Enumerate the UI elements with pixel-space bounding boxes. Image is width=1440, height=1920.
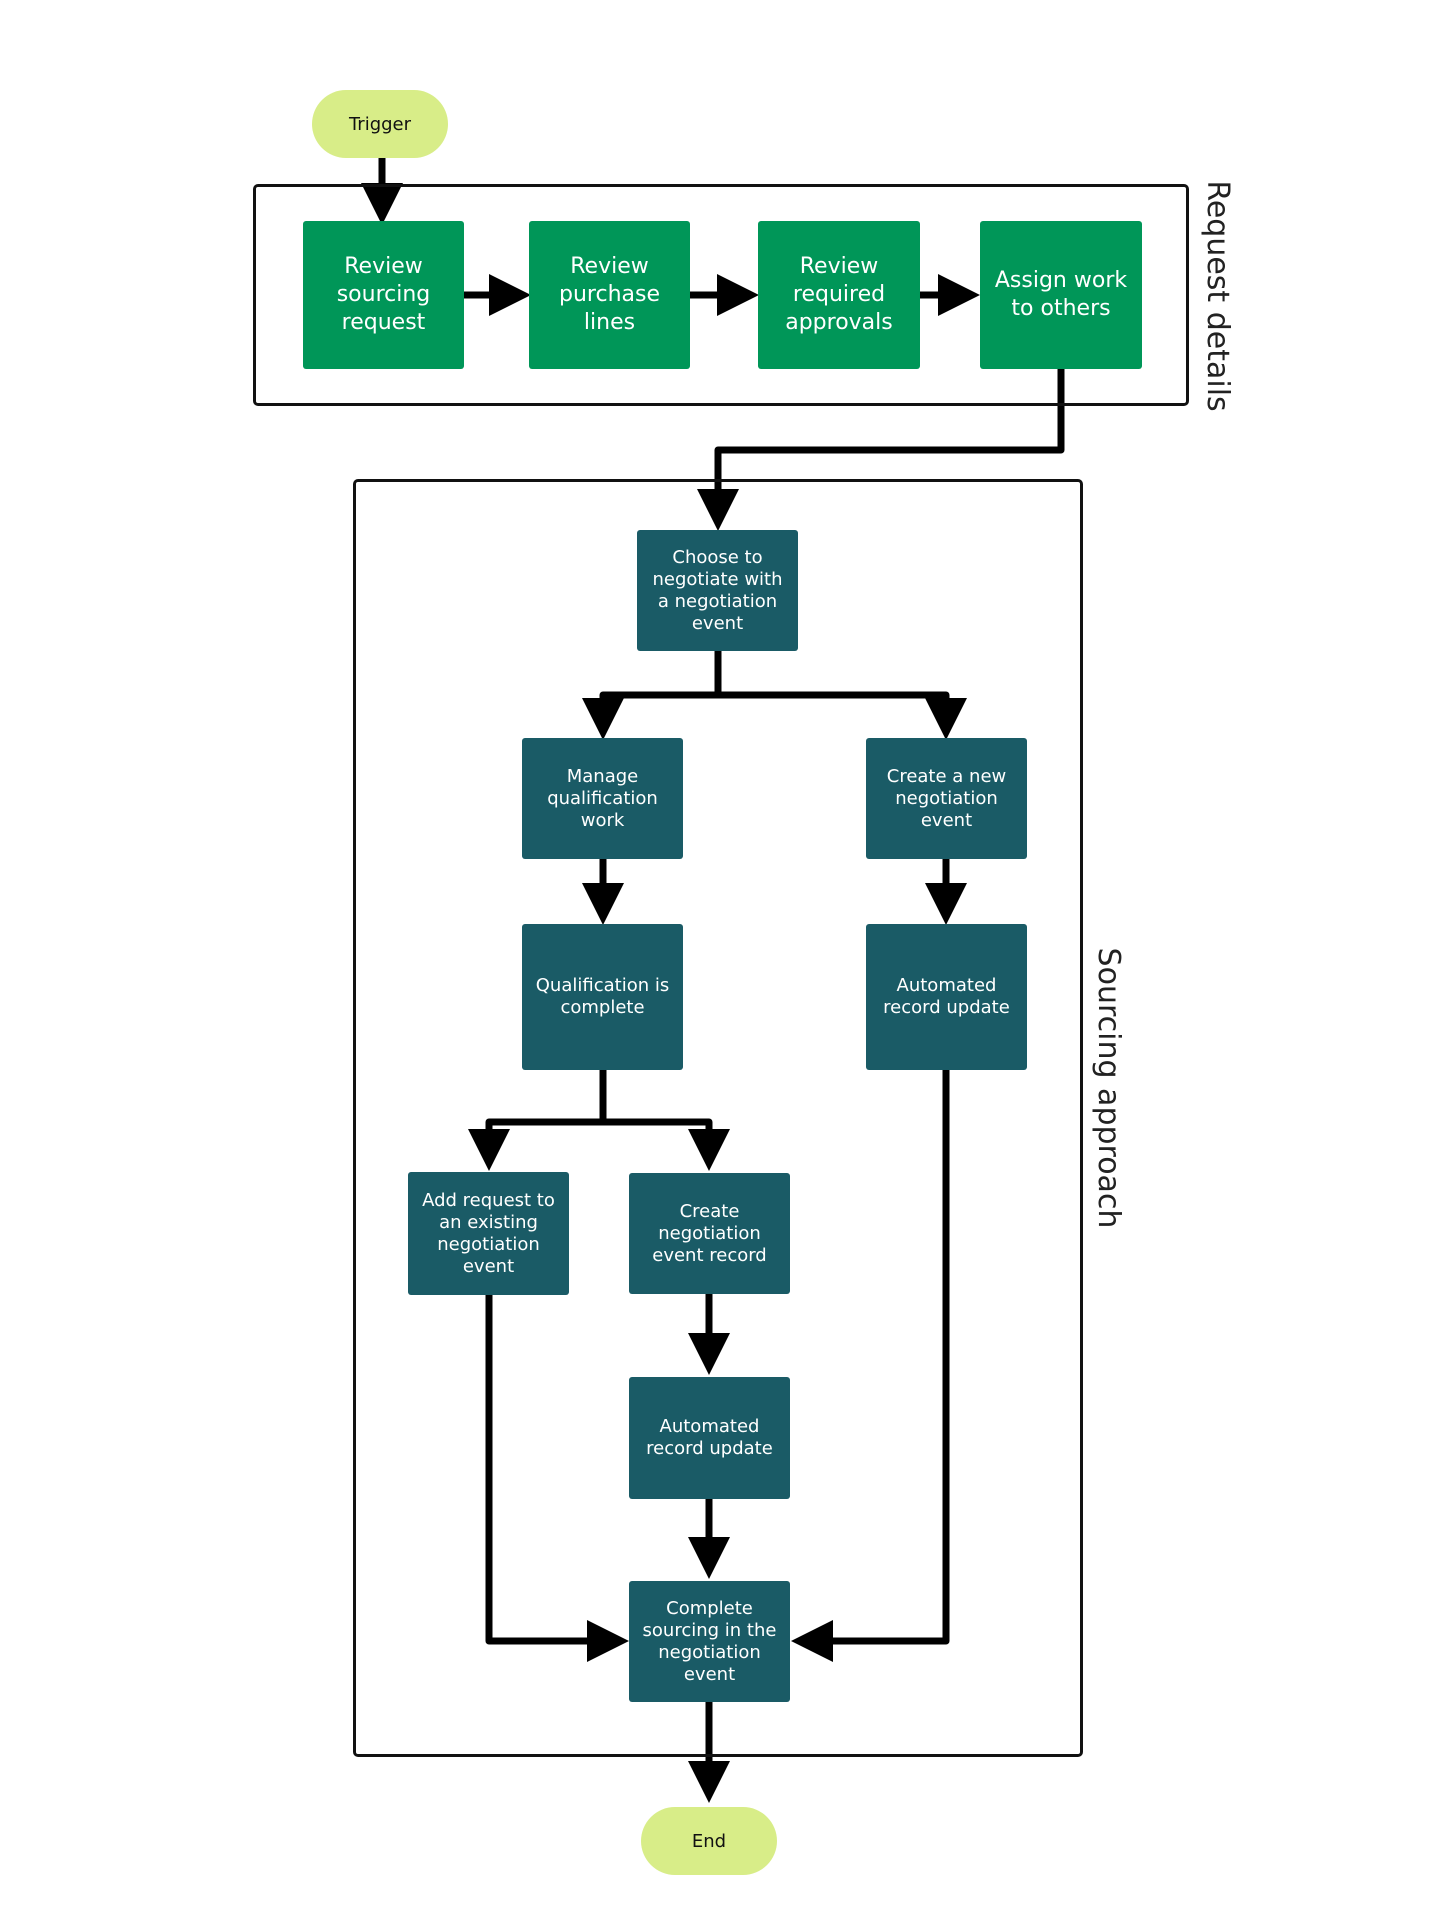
edge-qualification-create-record [603, 1118, 730, 1171]
step-review-required-approvals: Review required approvals [758, 221, 920, 369]
lane-label-request-details: Request details [1200, 180, 1235, 412]
step-review-purchase-lines: Review purchase lines [529, 221, 690, 369]
step-review-sourcing-request: Review sourcing request [303, 221, 464, 369]
edge-assign-choose [697, 369, 1065, 531]
lane-sourcing-approach [353, 479, 1083, 1757]
edge-qualification-add-request [468, 1069, 607, 1171]
edge-add-request-complete [485, 1294, 629, 1662]
lane-label-sourcing-approach: Sourcing approach [1091, 947, 1126, 1229]
edge-choose-manage [582, 650, 722, 740]
step-manage-qualification-work: Manage qualification work [522, 738, 683, 859]
step-qualification-complete: Qualification is complete [522, 924, 683, 1070]
lane-request-details [253, 184, 1189, 406]
step-create-new-negotiation-event: Create a new negotiation event [866, 738, 1027, 859]
edge-choose-create-new [718, 691, 967, 740]
step-add-request-existing-event: Add request to an existing negotiation e… [408, 1172, 569, 1295]
step-automated-record-update-right: Automated record update [866, 924, 1027, 1070]
end-terminal: End [641, 1807, 777, 1875]
step-create-negotiation-event-record: Create negotiation event record [629, 1173, 790, 1294]
step-automated-record-update-center: Automated record update [629, 1377, 790, 1499]
step-choose-to-negotiate: Choose to negotiate with a negotiation e… [637, 530, 798, 651]
trigger-terminal: Trigger [312, 90, 448, 158]
step-complete-sourcing: Complete sourcing in the negotiation eve… [629, 1581, 790, 1702]
edge-automated-right-complete [791, 1069, 950, 1662]
step-assign-work: Assign work to others [980, 221, 1142, 369]
